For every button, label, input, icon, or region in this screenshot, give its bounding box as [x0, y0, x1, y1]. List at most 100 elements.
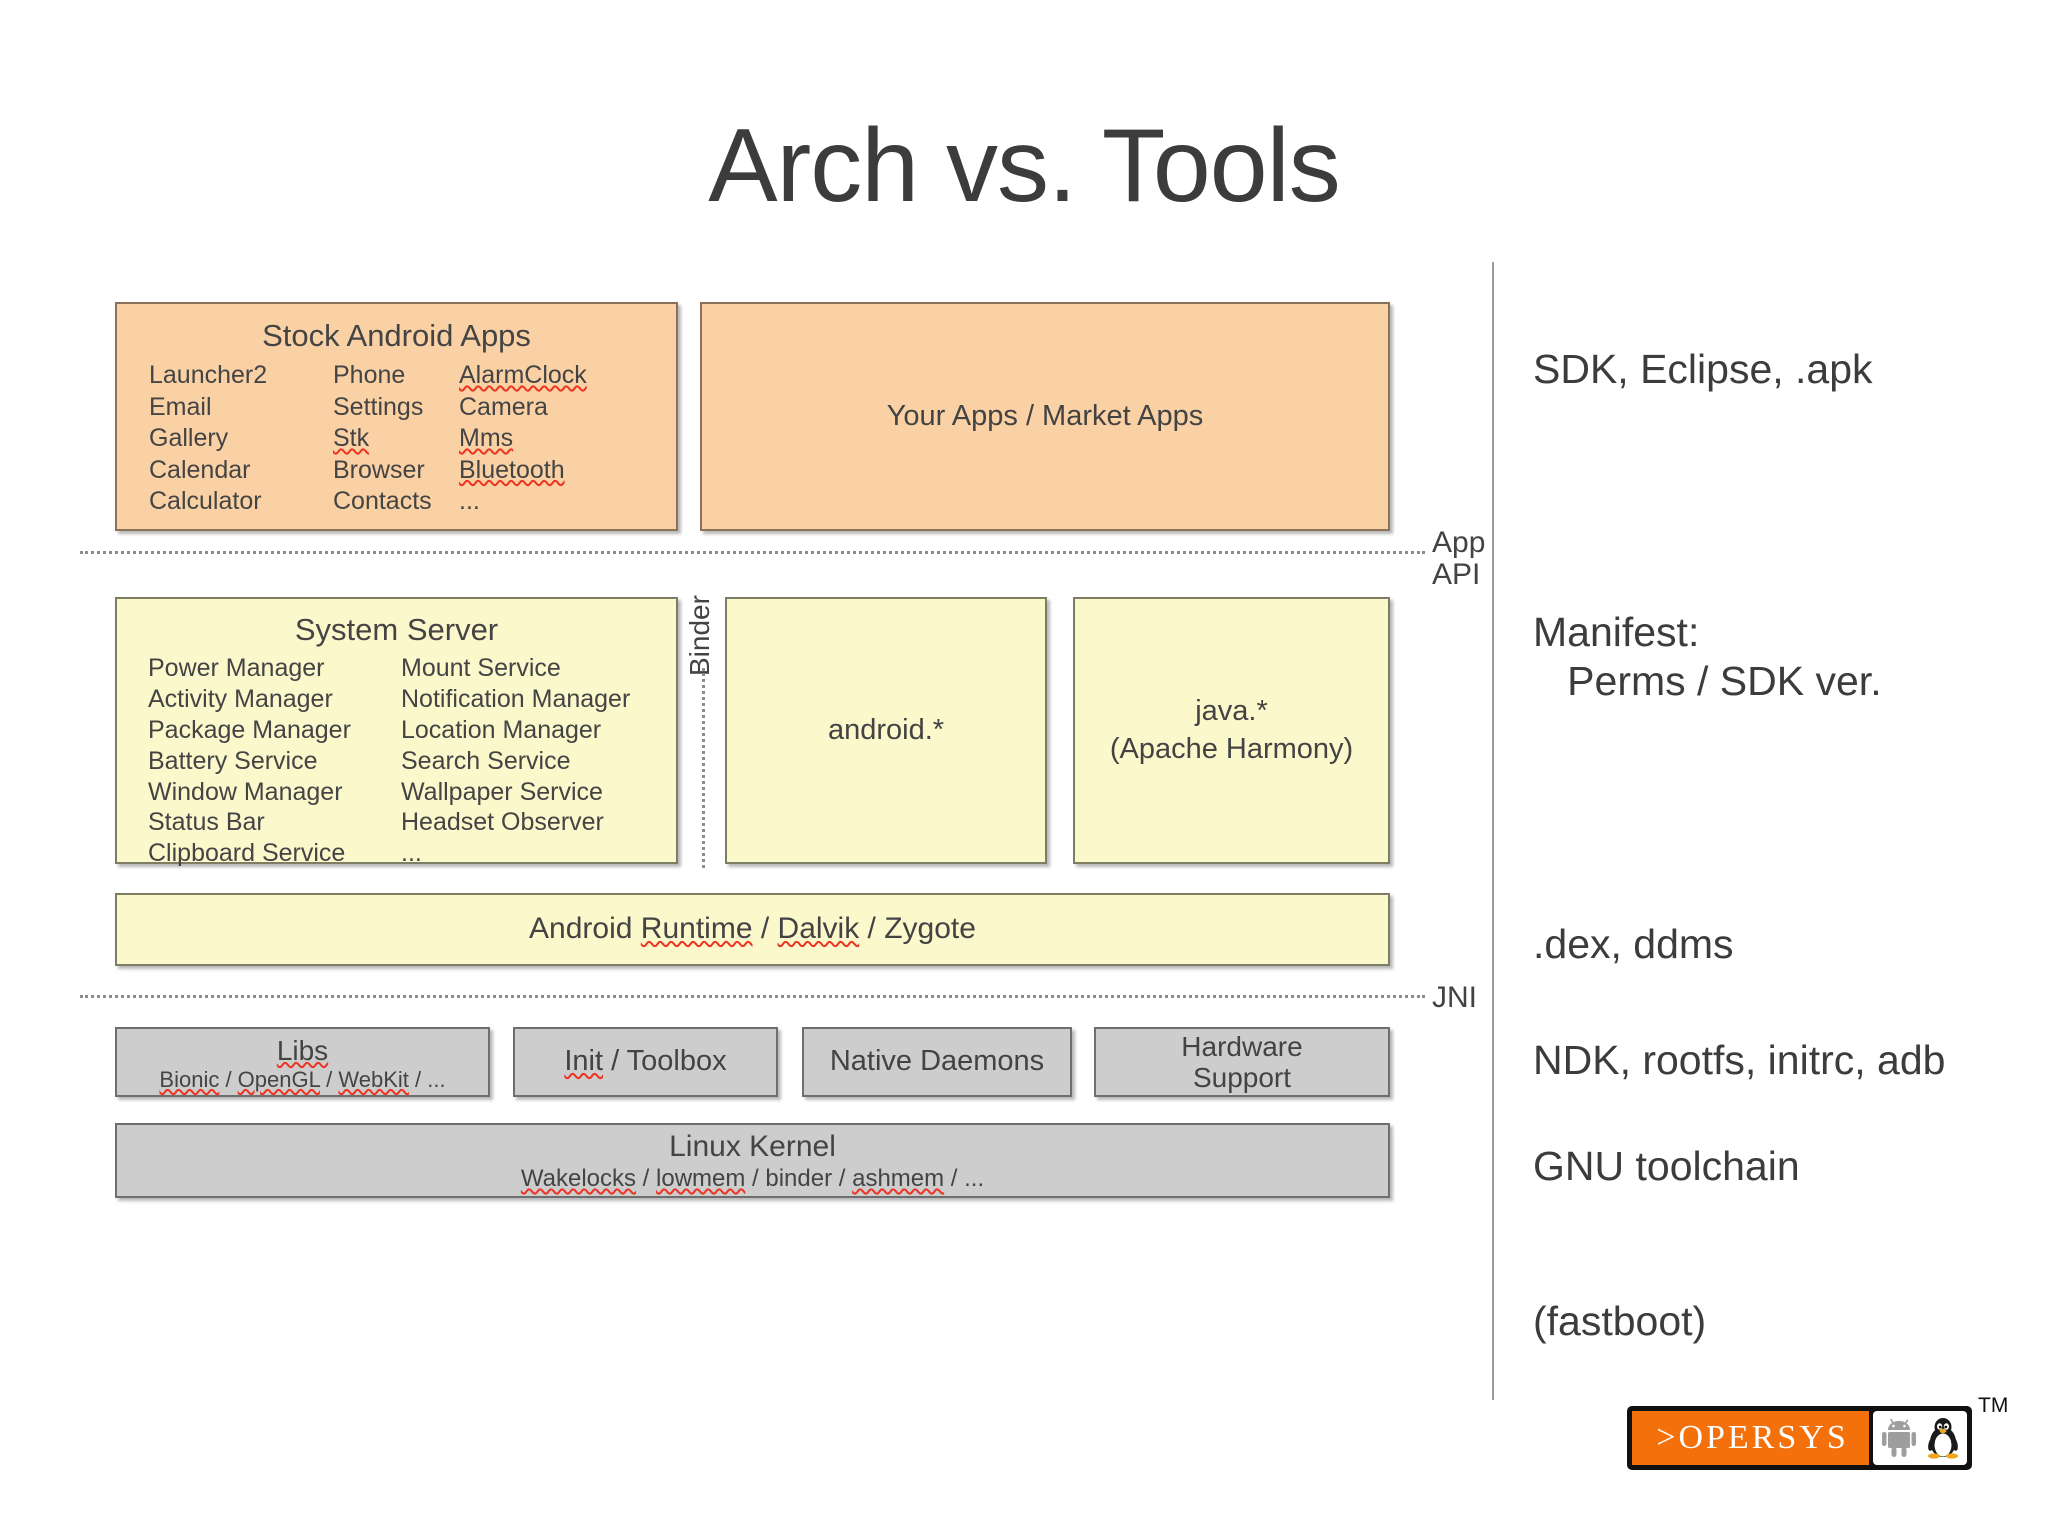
linux-kernel-title: Linux Kernel: [669, 1130, 836, 1163]
kernel-ashmem: ashmem: [852, 1165, 945, 1192]
java-star-line1: java.*: [1195, 695, 1268, 728]
binder-label: Binder: [684, 595, 715, 676]
opersys-logo: >OPERSYS: [1627, 1406, 1972, 1470]
native-daemons-box: Native Daemons: [802, 1027, 1072, 1097]
android-runtime-box: Android Runtime / Dalvik / Zygote: [115, 893, 1390, 966]
android-star-label: android.*: [827, 713, 945, 746]
list-item: Mms: [459, 424, 514, 452]
runtime-prefix: Android: [529, 912, 641, 946]
jni-boundary-line: [80, 995, 1425, 998]
android-runtime-label: Android Runtime / Dalvik / Zygote: [529, 910, 976, 948]
libs-sep1: /: [219, 1066, 238, 1092]
list-item: Browser: [333, 455, 425, 484]
libs-sep2: /: [320, 1066, 339, 1092]
runtime-suffix: / Zygote: [859, 912, 976, 946]
runtime-word-dalvik: Dalvik: [777, 912, 860, 946]
system-server-box: System Server Power Manager Mount Servic…: [115, 597, 678, 867]
list-item: ...: [401, 839, 422, 868]
java-star-label: java.* (Apache Harmony): [1110, 693, 1353, 767]
hardware-line1: Hardware: [1181, 1030, 1303, 1062]
list-item: Package Manager: [148, 715, 351, 744]
libs-sublabel: Bionic / OpenGL / WebKit / ...: [159, 1067, 445, 1093]
list-item: Phone: [333, 361, 406, 389]
app-api-boundary-line: [80, 551, 1425, 554]
native-daemons-label: Native Daemons: [829, 1045, 1045, 1078]
your-apps-label: Your Apps / Market Apps: [886, 399, 1204, 432]
list-item: Calendar: [149, 455, 251, 484]
kernel-wakelocks: Wakelocks: [520, 1165, 636, 1192]
hardware-support-label: Hardware Support: [1181, 1031, 1302, 1094]
page-title: Arch vs. Tools: [708, 108, 1340, 224]
binder-divider-line: [702, 668, 705, 868]
tools-note-dex: .dex, ddms: [1533, 921, 1734, 967]
init-toolbox-box: Init / Toolbox: [513, 1027, 778, 1097]
libs-box: Libs Bionic / OpenGL / WebKit / ...: [115, 1027, 490, 1097]
tools-note-sdk: SDK, Eclipse, .apk: [1533, 346, 1873, 392]
tools-note-gnu: GNU toolchain: [1533, 1143, 1800, 1189]
list-item: Status Bar: [148, 808, 265, 837]
hardware-line2: Support: [1192, 1062, 1292, 1093]
opersys-wordmark: >OPERSYS: [1632, 1411, 1869, 1465]
hardware-support-box: Hardware Support: [1094, 1027, 1390, 1097]
java-star-line2: (Apache Harmony): [1109, 732, 1354, 765]
list-item: Location Manager: [401, 715, 602, 744]
list-item: Battery Service: [148, 746, 318, 775]
android-robot-icon: [1882, 1418, 1916, 1457]
java-star-box: java.* (Apache Harmony): [1073, 597, 1390, 864]
trademark-mark: TM: [1978, 1394, 2009, 1417]
tux-penguin-icon: [1928, 1418, 1958, 1459]
kernel-binder: / binder /: [745, 1165, 853, 1192]
libs-webkit: WebKit: [338, 1066, 409, 1092]
init-word: Init: [564, 1045, 604, 1078]
linux-kernel-box: Linux Kernel Wakelocks / lowmem / binder…: [115, 1123, 1390, 1198]
stock-apps-title: Stock Android Apps: [262, 318, 531, 353]
list-item: Search Service: [401, 746, 571, 775]
list-item: Calculator: [149, 487, 262, 515]
list-item: Email: [149, 392, 212, 421]
list-item: Gallery: [149, 424, 229, 452]
app-label: App: [1432, 526, 1486, 559]
list-item: ...: [459, 487, 480, 515]
libs-bionic: Bionic: [159, 1066, 220, 1092]
libs-title: Libs: [276, 1034, 329, 1066]
linux-kernel-sublabel: Wakelocks / lowmem / binder / ashmem / .…: [521, 1165, 984, 1193]
your-apps-box: Your Apps / Market Apps: [700, 302, 1390, 531]
list-item: Mount Service: [401, 654, 561, 682]
app-api-boundary-label: App API: [1432, 526, 1486, 592]
toolbox-word: / Toolbox: [603, 1045, 727, 1078]
tools-note-manifest: Manifest: Perms / SDK ver.: [1533, 609, 1882, 705]
stock-apps-list: Launcher2 Phone AlarmClock Email Setting…: [117, 360, 676, 517]
libs-ellipsis: / ...: [408, 1066, 446, 1092]
runtime-word-runtime: Runtime: [640, 912, 753, 946]
init-toolbox-label: Init / Toolbox: [564, 1043, 726, 1080]
list-item: Headset Observer: [401, 808, 604, 837]
list-item: Window Manager: [148, 777, 343, 806]
list-item: Activity Manager: [148, 684, 333, 713]
list-item: AlarmClock: [459, 361, 587, 389]
kernel-lowmem: lowmem: [656, 1165, 746, 1192]
api-label: API: [1432, 558, 1481, 592]
list-item: Notification Manager: [401, 684, 631, 713]
list-item: Contacts: [333, 487, 432, 515]
kernel-ellipsis: / ...: [944, 1165, 985, 1192]
system-server-title: System Server: [294, 612, 499, 647]
list-item: Clipboard Service: [148, 839, 346, 868]
tools-note-ndk: NDK, rootfs, initrc, adb: [1533, 1037, 1946, 1083]
kernel-sep1: /: [636, 1165, 657, 1192]
runtime-sep: /: [752, 912, 778, 946]
system-server-list: Power Manager Mount Service Activity Man…: [117, 653, 676, 869]
list-item: Wallpaper Service: [401, 777, 603, 806]
android-star-box: android.*: [725, 597, 1047, 864]
libs-opengl: OpenGL: [237, 1066, 321, 1092]
list-item: Power Manager: [148, 654, 325, 682]
list-item: Stk: [333, 424, 370, 452]
list-item: Settings: [333, 392, 424, 421]
list-item: Launcher2: [149, 361, 268, 389]
tools-note-fastboot: (fastboot): [1533, 1298, 1707, 1344]
tools-column-divider: [1492, 262, 1494, 1400]
list-item: Camera: [459, 392, 548, 421]
jni-boundary-label: JNI: [1432, 981, 1477, 1014]
list-item: Bluetooth: [459, 455, 565, 484]
stock-android-apps-box: Stock Android Apps Launcher2 Phone Alarm…: [115, 302, 678, 531]
opersys-logo-icons: [1873, 1411, 1967, 1465]
